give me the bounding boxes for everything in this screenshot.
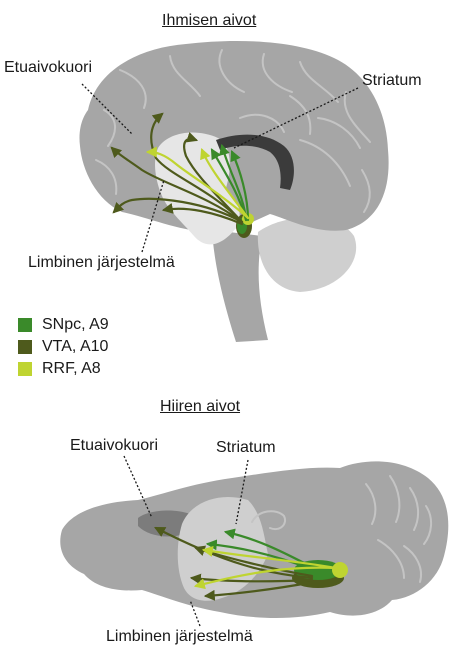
mouse-path-rrf-1 (193, 566, 338, 590)
mouse-leader-striatum (235, 459, 249, 525)
legend-label-vta: VTA, A10 (42, 338, 109, 355)
human-path-vta-3 (112, 197, 244, 224)
mouse-brain (60, 455, 449, 627)
legend-item-snpc: SNpc, A9 (18, 314, 109, 336)
human-path-vta-5 (183, 132, 244, 224)
mouse-striatum-label: Striatum (216, 439, 276, 456)
human-leader-limbic (141, 179, 165, 253)
mouse-path-vta-4 (203, 580, 316, 601)
human-brain-title: Ihmisen aivot (162, 12, 257, 29)
mouse-brain-title: Hiiren aivot (160, 398, 241, 415)
human-cerebellum (257, 217, 357, 292)
mouse-leader-limbic (189, 599, 201, 627)
human-brainstem (212, 230, 268, 342)
legend-item-rrf: RRF, A8 (18, 358, 109, 380)
legend-swatch-snpc (18, 318, 32, 332)
human-brain (79, 40, 389, 342)
legend-label-snpc: SNpc, A9 (42, 316, 109, 333)
human-path-vta-2 (110, 146, 244, 224)
human-limbic-label: Limbinen järjestelmä (28, 254, 175, 271)
human-path-rrf-2 (200, 147, 250, 220)
human-path-vta-4 (161, 203, 244, 226)
mouse-limbic-label: Limbinen järjestelmä (106, 628, 253, 645)
mouse-cortex-label: Etuaivokuori (70, 437, 159, 454)
human-ventricle (216, 134, 294, 190)
mouse-path-snpc-2 (205, 539, 316, 572)
human-leader-striatum (233, 87, 359, 149)
legend: SNpc, A9 VTA, A10 RRF, A8 (18, 314, 109, 380)
human-path-snpc-3 (230, 149, 250, 222)
legend-label-rrf: RRF, A8 (42, 360, 101, 377)
mouse-path-rrf-2 (201, 546, 338, 570)
legend-swatch-rrf (18, 362, 32, 376)
human-striatum-label: Striatum (362, 72, 422, 89)
mouse-rrf-nucleus (332, 562, 348, 578)
legend-swatch-vta (18, 340, 32, 354)
mouse-olfactory-bulb (138, 510, 192, 537)
mouse-path-vta-2 (154, 526, 314, 580)
legend-item-vta: VTA, A10 (18, 336, 109, 358)
mouse-leader-cortex (123, 455, 153, 519)
human-path-vta-1 (150, 112, 244, 224)
human-cortex-label: Etuaivokuori (4, 59, 93, 76)
human-path-rrf-1 (145, 146, 250, 220)
